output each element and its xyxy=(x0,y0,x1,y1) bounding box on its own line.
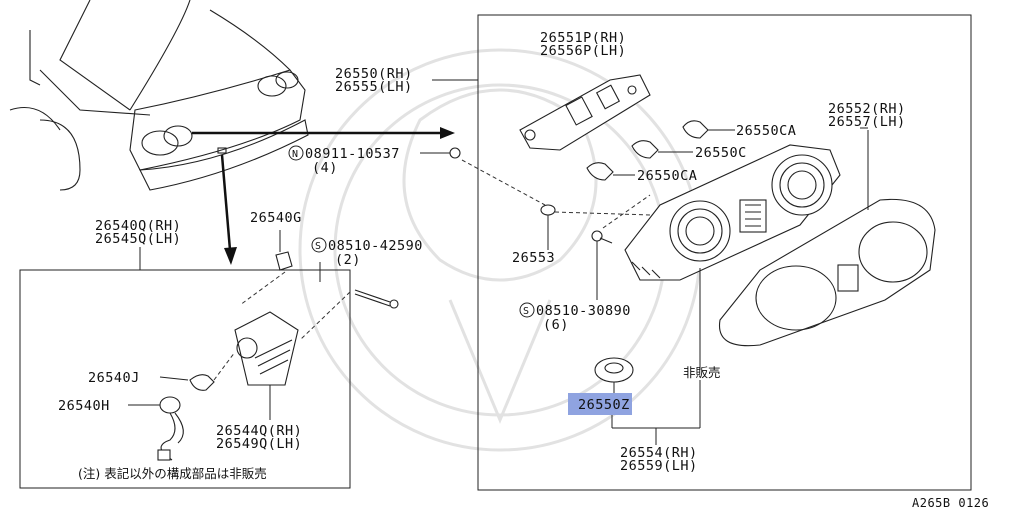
s-symbol-lower-label: S xyxy=(523,306,529,317)
lens-cover-part xyxy=(718,130,936,347)
housing-panel-rh-label: 26551P(RH) xyxy=(540,30,626,46)
bulb-ca-top-label: 26550CA xyxy=(736,123,796,139)
nut-label: 08911-10537 xyxy=(305,146,400,162)
s-symbol-upper-label: S xyxy=(315,241,321,252)
screw-upper-part xyxy=(319,262,399,309)
screw-lower-qty-label: (6) xyxy=(543,317,569,333)
sub-assy-set-lh-label: 26559(LH) xyxy=(620,458,698,474)
bulb-ca-bottom-part xyxy=(586,162,635,181)
n-symbol-circle xyxy=(288,145,304,161)
clip-label: 26540G xyxy=(250,210,302,226)
plate-lamp-lh-label: 26549Q(LH) xyxy=(216,436,302,452)
grommet-part xyxy=(540,204,556,250)
screw-lower-label: 08510-30890 xyxy=(536,303,631,319)
sub-assy-set-rh-label: 26554(RH) xyxy=(620,445,698,461)
socket-h-label: 26540H xyxy=(58,398,110,414)
not-sold-label: 非販売 xyxy=(683,365,721,380)
plate-lamp-set-rh-label: 26540Q(RH) xyxy=(95,218,181,234)
housing-panel-lh-label: 26556P(LH) xyxy=(540,43,626,59)
s-symbol-lower-circle xyxy=(519,302,535,318)
bulb-j-part xyxy=(159,374,215,391)
bulb-ca-bottom-label: 26550CA xyxy=(637,168,697,184)
not-sold-note: (注) 表記以外の構成部品は非販売 xyxy=(78,466,267,481)
bulb-ca-top-part xyxy=(682,120,735,139)
sub-assy-part xyxy=(594,357,634,396)
lamp-assy-lh-label: 26555(LH) xyxy=(335,79,413,95)
pointer-arrows xyxy=(192,127,455,265)
car-rear-illustration xyxy=(9,0,309,191)
bulb-j-label: 26540J xyxy=(88,370,140,386)
screw-upper-qty-label: (2) xyxy=(335,252,361,268)
socket-h-part xyxy=(128,396,184,461)
lamp-body-part xyxy=(624,144,841,281)
bulb-c-part xyxy=(631,140,693,159)
lens-cover-lh-label: 26557(LH) xyxy=(828,114,906,130)
screw-upper-label: 08510-42590 xyxy=(328,238,423,254)
sub-assy-highlight xyxy=(568,393,632,415)
leader-lines xyxy=(432,79,868,445)
lamp-assy-rh-label: 26550(RH) xyxy=(335,66,413,82)
lens-cover-rh-label: 26552(RH) xyxy=(828,101,906,117)
nut-qty-label: (4) xyxy=(312,160,338,176)
plate-lamp-part xyxy=(234,311,299,420)
diagram-id: A265B 0126 xyxy=(912,496,989,510)
n-symbol-label: N xyxy=(292,149,298,160)
grommet-label: 26553 xyxy=(512,250,555,266)
sub-assy-label: 26550Z xyxy=(578,397,630,413)
s-symbol-upper-circle xyxy=(311,237,327,253)
bulb-c-label: 26550C xyxy=(695,145,747,161)
plate-lamp-rh-label: 26544Q(RH) xyxy=(216,423,302,439)
plate-lamp-frame xyxy=(19,269,351,489)
housing-panel-part xyxy=(519,74,651,151)
lamp-assembly-frame xyxy=(477,14,972,491)
clip-part xyxy=(275,230,293,271)
screw-lower-part xyxy=(591,230,613,300)
plate-lamp-set-lh-label: 26545Q(LH) xyxy=(95,231,181,247)
nut-part xyxy=(420,147,461,159)
